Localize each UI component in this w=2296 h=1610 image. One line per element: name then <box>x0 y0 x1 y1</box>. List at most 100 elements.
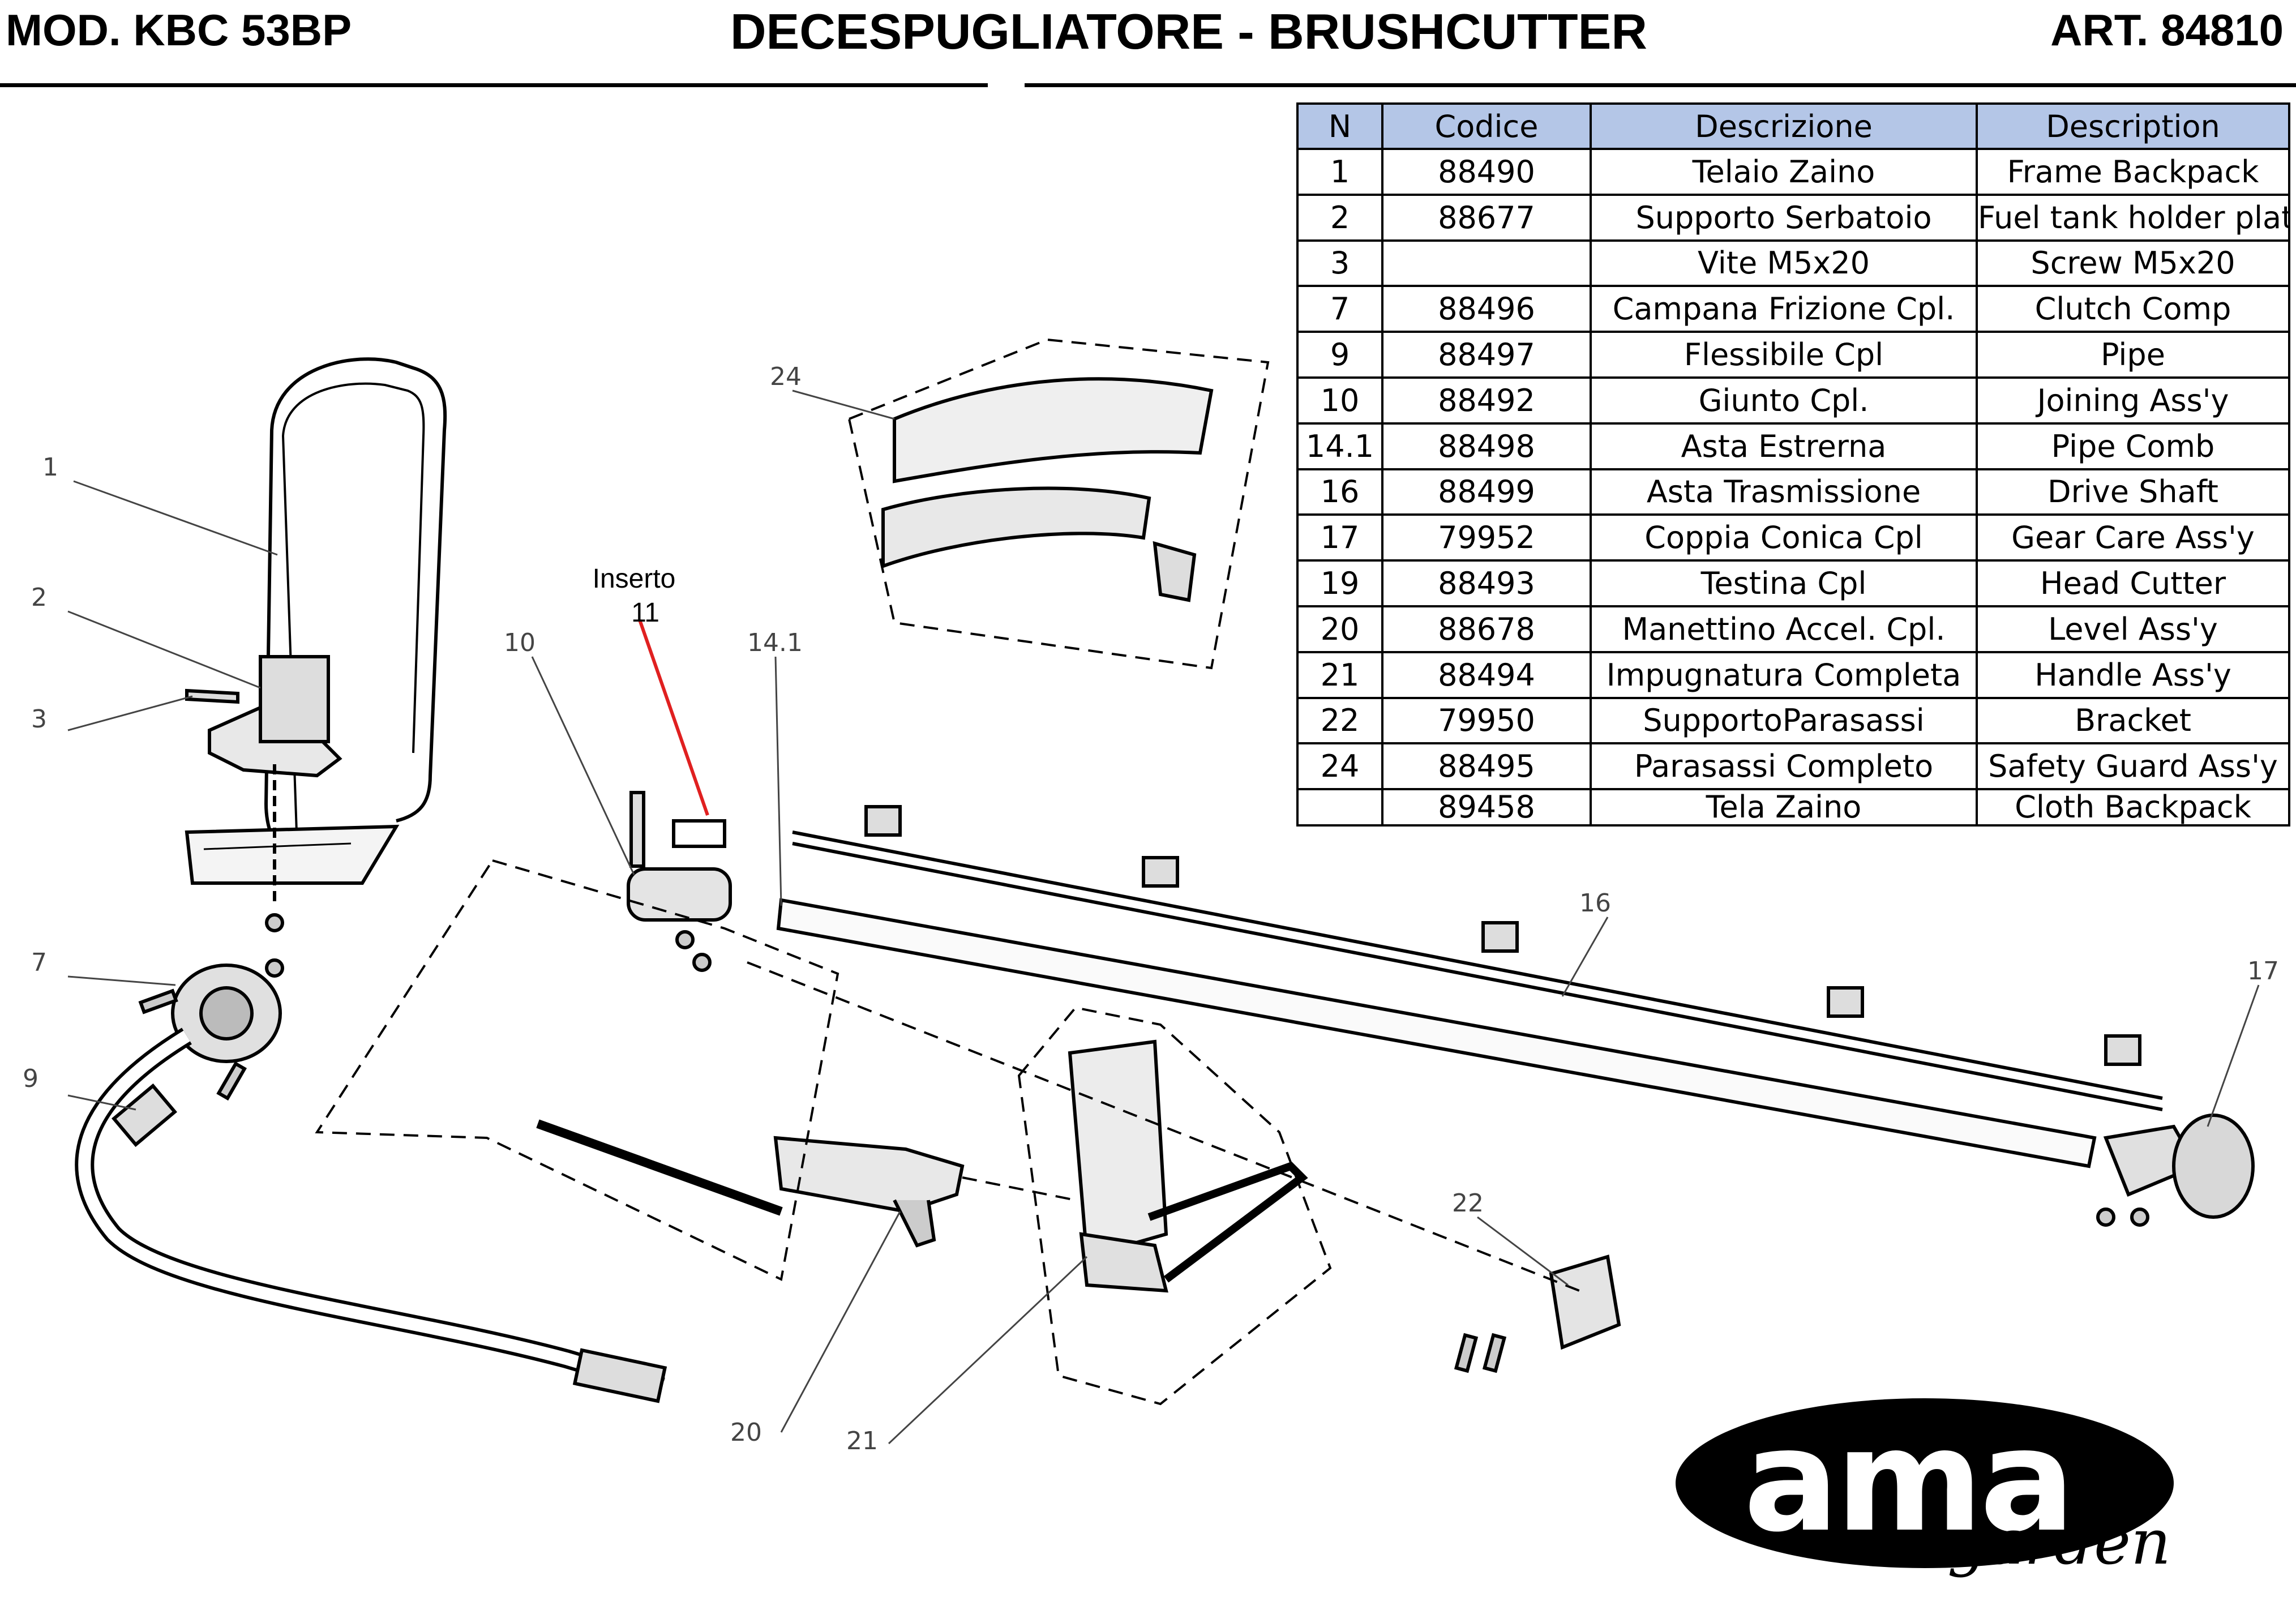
cell-descr-en: Level Ass'y <box>1976 605 2290 653</box>
cell-code: 88490 <box>1381 148 1592 196</box>
cell-descr-en: Joining Ass'y <box>1976 376 2290 425</box>
callout-20: 20 <box>730 1418 762 1447</box>
cell-code: 88498 <box>1381 422 1592 470</box>
callout-16: 16 <box>1579 889 1611 918</box>
cell-descr-it: Coppia Conica Cpl <box>1590 513 1978 562</box>
callout-9: 9 <box>23 1064 38 1093</box>
cell-descr-en: Cloth Backpack <box>1976 788 2290 827</box>
cell-descr-it: Telaio Zaino <box>1590 148 1978 196</box>
cell-descr-en: Head Cutter <box>1976 559 2290 607</box>
cell-descr-it: Asta Trasmissione <box>1590 468 1978 516</box>
header-rule-left <box>0 83 988 87</box>
cell-descr-en: Pipe Comb <box>1976 422 2290 470</box>
col-n: N <box>1296 102 1383 150</box>
cell-n: 21 <box>1296 650 1383 699</box>
cell-descr-it: Impugnatura Completa <box>1590 650 1978 699</box>
article-number: ART. 84810 <box>2050 5 2284 55</box>
cell-descr-it: Giunto Cpl. <box>1590 376 1978 425</box>
cell-code: 88677 <box>1381 193 1592 242</box>
logo-shape <box>1676 1398 2174 1568</box>
page-title: DECESPUGLIATORE - BRUSHCUTTER <box>730 3 1647 59</box>
cell-descr-it: SupportoParasassi <box>1590 696 1978 745</box>
cell-descr-it: Manettino Accel. Cpl. <box>1590 605 1978 653</box>
cell-code: 88492 <box>1381 376 1592 425</box>
table-header-row: N Codice Descrizione Description <box>1296 102 2290 150</box>
cell-code: 89458 <box>1381 788 1592 827</box>
cell-n: 10 <box>1296 376 1383 425</box>
cell-descr-it: Supporto Serbatoio <box>1590 193 1978 242</box>
cell-descr-en: Fuel tank holder plate <box>1976 193 2290 242</box>
header-rule-right <box>1025 83 2296 87</box>
cell-descr-it: Testina Cpl <box>1590 559 1978 607</box>
cell-descr-it: Campana Frizione Cpl. <box>1590 285 1978 333</box>
cell-descr-en: Frame Backpack <box>1976 148 2290 196</box>
callout-17: 17 <box>2247 957 2279 986</box>
cell-code <box>1381 239 1592 288</box>
flex-pipe-part <box>75 1027 665 1397</box>
cell-n: 19 <box>1296 559 1383 607</box>
throttle-part <box>773 1136 965 1214</box>
cell-descr-en: Drive Shaft <box>1976 468 2290 516</box>
cell-n: 20 <box>1296 605 1383 653</box>
cell-descr-en: Screw M5x20 <box>1976 239 2290 288</box>
cell-n: 22 <box>1296 696 1383 745</box>
cell-n: 1 <box>1296 148 1383 196</box>
bracket-part <box>1549 1254 1621 1350</box>
callout-1: 1 <box>42 453 58 482</box>
cell-code: 88495 <box>1381 742 1592 791</box>
callout-22: 22 <box>1452 1189 1484 1218</box>
cell-n: 17 <box>1296 513 1383 562</box>
callout-14-1: 14.1 <box>747 628 803 657</box>
cell-descr-it: Tela Zaino <box>1590 788 1978 827</box>
callout-7: 7 <box>31 948 47 977</box>
insert-number: 11 <box>631 598 659 628</box>
cell-descr-en: Gear Care Ass'y <box>1976 513 2290 562</box>
cell-n: 7 <box>1296 285 1383 333</box>
drive-shaft-part <box>792 830 2163 1100</box>
cell-code: 88494 <box>1381 650 1592 699</box>
col-descr-en: Description <box>1976 102 2290 150</box>
col-code: Codice <box>1381 102 1592 150</box>
cell-code: 88497 <box>1381 331 1592 379</box>
joint-part <box>627 867 732 922</box>
cell-n: 16 <box>1296 468 1383 516</box>
cell-n: 2 <box>1296 193 1383 242</box>
callout-2: 2 <box>31 583 47 612</box>
cell-n <box>1296 788 1383 827</box>
cell-code: 88678 <box>1381 605 1592 653</box>
cell-n: 3 <box>1296 239 1383 288</box>
model-label: MOD. KBC 53BP <box>6 5 352 55</box>
cell-descr-it: Asta Estrerna <box>1590 422 1978 470</box>
callout-21: 21 <box>846 1427 878 1455</box>
callout-10: 10 <box>504 628 536 657</box>
cell-descr-it: Parasassi Completo <box>1590 742 1978 791</box>
callout-24: 24 <box>770 362 802 391</box>
cell-descr-en: Pipe <box>1976 331 2290 379</box>
cell-descr-it: Vite M5x20 <box>1590 239 1978 288</box>
logo-sub: garden <box>1947 1506 2171 1578</box>
cell-descr-it: Flessibile Cpl <box>1590 331 1978 379</box>
cell-descr-en: Safety Guard Ass'y <box>1976 742 2290 791</box>
col-descr-it: Descrizione <box>1590 102 1978 150</box>
callout-3: 3 <box>31 705 47 734</box>
cell-descr-en: Clutch Comp <box>1976 285 2290 333</box>
insert-label: Inserto <box>592 564 676 594</box>
cell-descr-en: Bracket <box>1976 696 2290 745</box>
cell-code: 88499 <box>1381 468 1592 516</box>
cell-code: 88496 <box>1381 285 1592 333</box>
cell-code: 79952 <box>1381 513 1592 562</box>
cell-n: 14.1 <box>1296 422 1383 470</box>
